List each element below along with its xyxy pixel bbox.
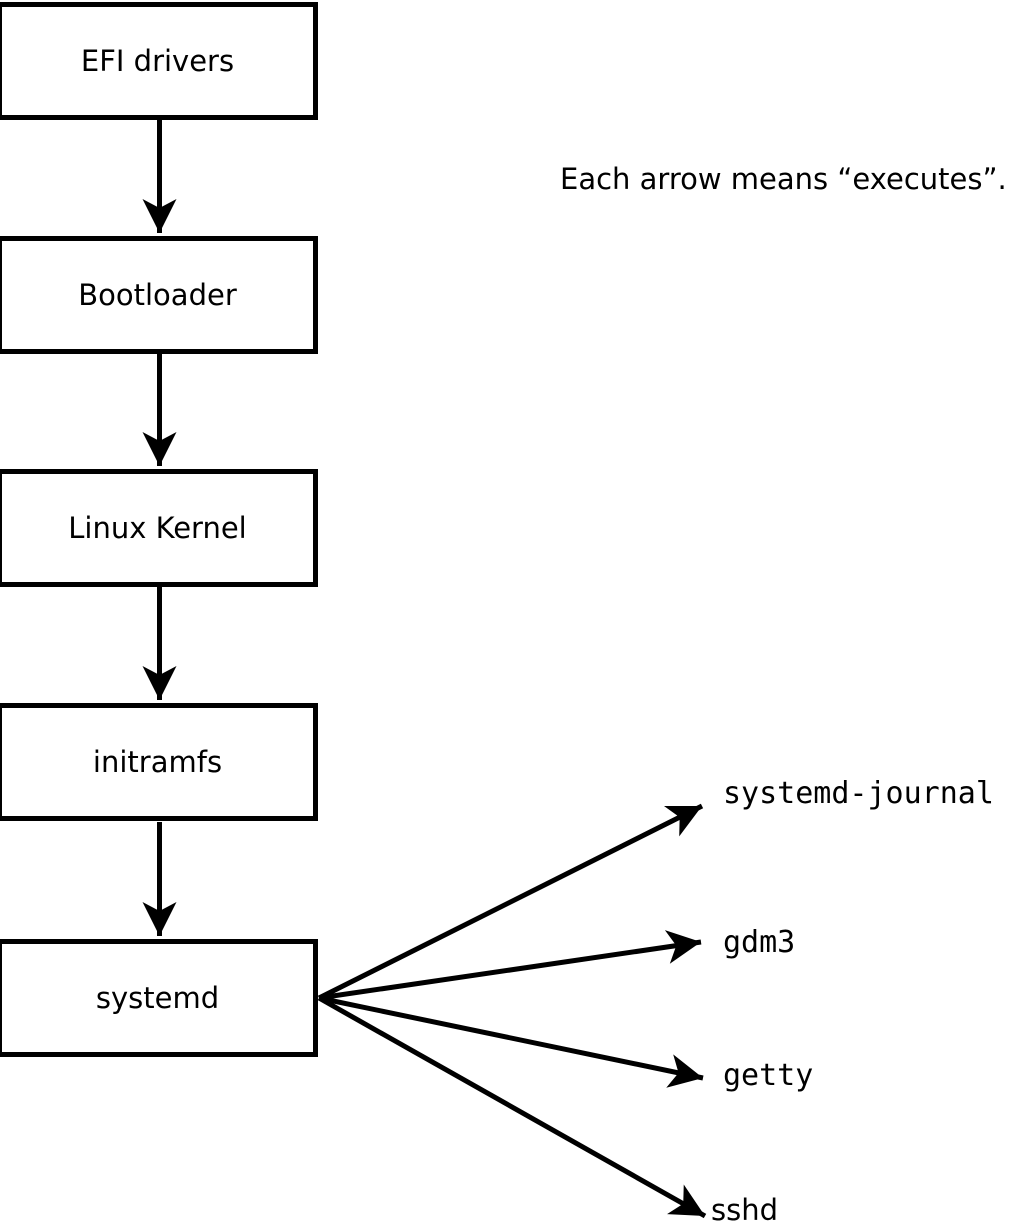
node-efi-drivers-label: EFI drivers [80, 43, 235, 78]
node-linux-kernel: Linux Kernel [0, 469, 318, 587]
node-initramfs: initramfs [0, 703, 318, 821]
arrow-systemd-to-systemd-journal [317, 803, 704, 1001]
node-linux-kernel-label: Linux Kernel [68, 510, 247, 545]
arrow-meaning-note: Each arrow means “executes”. [560, 162, 1007, 196]
arrow-systemd-to-getty [318, 995, 704, 1088]
arrow-systemd-to-gdm3 [318, 930, 702, 1001]
process-label-sshd: sshd [711, 1193, 779, 1227]
node-systemd-label: systemd [95, 980, 220, 1015]
node-bootloader: Bootloader [0, 236, 318, 354]
arrow-systemd-to-sshd [317, 995, 707, 1219]
process-label-systemd-journal: systemd-journal [723, 776, 994, 811]
process-label-gdm3: gdm3 [723, 925, 796, 960]
node-efi-drivers: EFI drivers [0, 2, 318, 120]
node-initramfs-label: initramfs [92, 744, 223, 779]
node-bootloader-label: Bootloader [78, 277, 237, 312]
node-systemd: systemd [0, 939, 318, 1057]
process-label-getty: getty [723, 1058, 814, 1093]
